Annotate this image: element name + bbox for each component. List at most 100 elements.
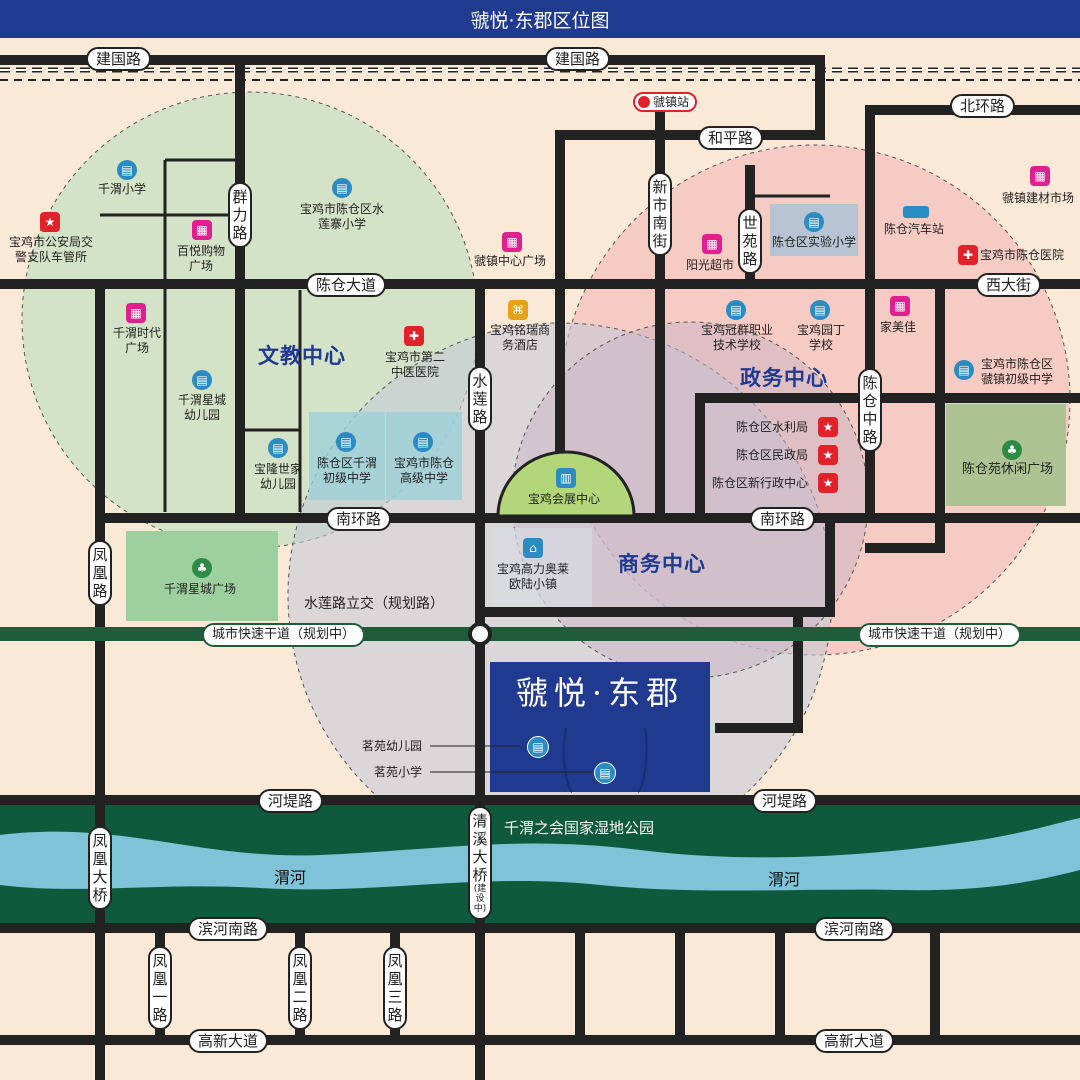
- qianwei-middle-block: [309, 412, 385, 500]
- shopping-icon: ▦: [502, 232, 522, 252]
- header-band: [0, 0, 1080, 38]
- poi-xingcheng-kg: 千渭星城幼儿园: [177, 393, 226, 422]
- road-label-qingxi-bridge: 清溪大桥 (建设中): [468, 806, 492, 920]
- wetland-label: 千渭之会国家湿地公园: [504, 819, 655, 837]
- hospital-icon: ✚: [958, 245, 978, 265]
- project-detail: [562, 727, 648, 793]
- education-icon: ▤: [726, 300, 746, 320]
- government-icon: ★: [818, 417, 838, 437]
- poi-yuanding: 宝鸡园丁学校: [796, 323, 845, 352]
- road-label-fenghuang: 凤凰路: [88, 540, 112, 606]
- road-label-binhe-1: 滨河南路: [188, 917, 269, 941]
- park-icon: ♣: [1002, 440, 1022, 460]
- government-icon: ★: [818, 445, 838, 465]
- zone-label-zhengwu: 政务中心: [740, 366, 828, 390]
- road-label-gaoxin-2: 高新大道: [814, 1029, 895, 1053]
- road-label-shuilian: 水莲路: [468, 366, 492, 432]
- road-label-chencangzhong: 陈仓中路: [858, 368, 882, 452]
- education-icon: ▤: [413, 432, 433, 452]
- river-label-1: 渭河: [274, 868, 307, 887]
- poi-expo: 宝鸡会展中心: [528, 492, 601, 506]
- education-icon: ▤: [117, 160, 137, 180]
- poi-second-hospital: 宝鸡市第二中医医院: [384, 350, 445, 379]
- education-icon: ▤: [804, 212, 824, 232]
- poi-mingyuan-primary: 茗苑小学: [374, 765, 423, 779]
- poi-baolong-kg: 宝隆世家幼儿园: [253, 462, 302, 491]
- shopping-icon: ▦: [126, 303, 146, 323]
- page-title: 虢悦·东郡区位图: [470, 10, 610, 32]
- education-icon: ▤: [810, 300, 830, 320]
- road-e: [481, 513, 835, 617]
- road-label-nanhuan-2: 南环路: [750, 507, 816, 531]
- poi-guanqun: 宝鸡冠群职业技术学校: [700, 323, 773, 352]
- shopping-icon: ▦: [890, 296, 910, 316]
- road-label-fenghuang2: 凤凰二路: [288, 946, 312, 1030]
- road-label-shiyuan: 世苑路: [738, 208, 762, 274]
- zone-label-wenjiao: 文教中心: [258, 344, 346, 368]
- poi-outlets: 宝鸡高力奥莱欧陆小镇: [496, 562, 569, 591]
- education-icon: ▤: [527, 736, 549, 758]
- poi-guozhen-middle: 宝鸡市陈仓区虢镇初级中学: [980, 357, 1053, 386]
- station-label: 虢镇站: [653, 95, 690, 109]
- road-label-fenghuang1: 凤凰一路: [148, 946, 172, 1030]
- road-label-nanhuan-1: 南环路: [326, 507, 392, 531]
- road-label-fenghuang-bridge: 凤凰大桥: [88, 826, 112, 910]
- shopping-icon: ▦: [1030, 166, 1050, 186]
- poi-chencang-high: 宝鸡市陈仓高级中学: [393, 456, 454, 485]
- interchange-node: [468, 622, 492, 646]
- guozhen-station: 虢镇站: [633, 92, 698, 112]
- house-icon: ▥: [556, 468, 576, 488]
- road-label-gaoxin-1: 高新大道: [188, 1029, 269, 1053]
- road-label-expressway-1: 城市快速干道（规划中）: [202, 623, 366, 647]
- river-shape: [0, 818, 1080, 891]
- poi-yangguang: 阳光超市: [686, 258, 735, 272]
- poi-qianwei-middle: 陈仓区千渭初级中学: [316, 456, 377, 485]
- project-name: 虢悦·东郡: [515, 674, 685, 712]
- government-icon: ★: [818, 473, 838, 493]
- education-icon: ▤: [336, 432, 356, 452]
- road-f: [715, 607, 803, 733]
- chencang-high-block: [386, 412, 462, 500]
- hospital-icon: ✚: [404, 326, 424, 346]
- road-label-chencang-avenue: 陈仓大道: [306, 273, 387, 297]
- poi-guozhen-center: 虢镇中心广场: [474, 254, 547, 268]
- education-icon: ▤: [268, 438, 288, 458]
- railway-station-icon: [638, 96, 650, 108]
- poi-qianwei-times: 千渭时代广场: [112, 326, 161, 355]
- poi-leisure-square: 陈仓苑休闲广场: [962, 462, 1054, 477]
- poi-water-bureau: 陈仓区水利局: [736, 420, 809, 434]
- poi-mingrui: 宝鸡铭瑞商务酒店: [490, 323, 551, 352]
- shopping-icon: ▦: [702, 234, 722, 254]
- poi-jiameijia: 家美佳: [880, 320, 917, 334]
- poi-baiyue: 百悦购物广场: [176, 244, 225, 273]
- education-icon: ▤: [192, 370, 212, 390]
- poi-jiancai: 虢镇建材市场: [1002, 191, 1075, 205]
- education-icon: ▤: [594, 762, 616, 784]
- poi-qianwei-primary: 千渭小学: [98, 182, 147, 196]
- poi-xingcheng-square: 千渭星城广场: [164, 582, 237, 596]
- road-label-qunli: 群力路: [228, 182, 252, 248]
- road-label-binhe-2: 滨河南路: [814, 917, 895, 941]
- road-label-fenghuang3: 凤凰三路: [383, 946, 407, 1030]
- poi-police: 宝鸡市公安局交警支队车管所: [8, 235, 93, 264]
- river-label-2: 渭河: [768, 870, 801, 889]
- qingxi-bridge-note: (建设中): [473, 884, 487, 914]
- road-label-jianguo-2: 建国路: [545, 47, 611, 71]
- qingxi-bridge-name: 清溪大桥: [472, 812, 488, 884]
- poi-admin-center: 陈仓区新行政中心: [712, 476, 809, 490]
- road-d: [865, 285, 945, 553]
- park-icon: ♣: [192, 558, 212, 578]
- government-icon: ★: [40, 212, 60, 232]
- road-label-heping: 和平路: [698, 126, 764, 150]
- poi-chencang-hospital: 宝鸡市陈仓医院: [980, 248, 1065, 262]
- road-label-xida: 西大街: [976, 273, 1042, 297]
- education-icon: ▤: [954, 360, 974, 380]
- road-label-beihuan: 北环路: [950, 94, 1016, 118]
- poi-mingyuan-kg: 茗苑幼儿园: [362, 739, 423, 753]
- zone-label-shangwu: 商务中心: [618, 552, 706, 576]
- road-label-expressway-2: 城市快速干道（规划中）: [858, 623, 1022, 647]
- poi-bus-station: 陈仓汽车站: [884, 222, 945, 236]
- poi-shiyan-primary: 陈仓区实验小学: [772, 235, 857, 249]
